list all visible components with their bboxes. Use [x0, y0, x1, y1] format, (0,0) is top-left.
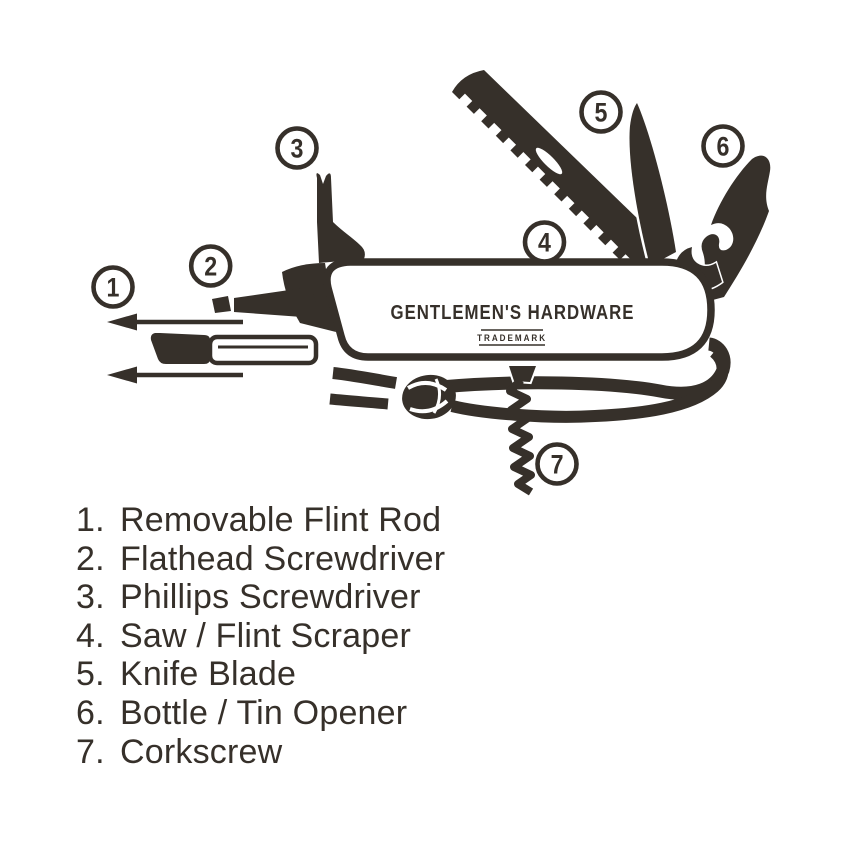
knife-blade-tool [627, 97, 679, 270]
phillips-screwdriver-tool [316, 173, 365, 263]
callout-1-number: 1 [107, 273, 120, 303]
callout-1: 1 [91, 265, 135, 309]
brand-text: GENTLEMEN'S HARDWARE [391, 300, 635, 323]
callout-3: 3 [275, 126, 319, 170]
legend-item: 3. Phillips Screwdriver [76, 578, 445, 617]
corkscrew-tool [506, 364, 539, 496]
removal-arrow-bottom-icon [107, 366, 243, 384]
callout-4: 4 [522, 220, 567, 264]
legend-item-label: Phillips Screwdriver [120, 578, 421, 617]
legend-item: 1. Removable Flint Rod [76, 501, 445, 540]
legend-item-number: 2. [76, 539, 105, 578]
callout-7-number: 7 [551, 450, 564, 480]
flathead-tip [212, 296, 231, 313]
legend-item-label: Bottle / Tin Opener [120, 693, 408, 732]
flint-rod-tool [150, 333, 319, 366]
callout-5: 5 [579, 90, 623, 134]
trademark-text: TRADEMARK [477, 333, 547, 344]
callout-2: 2 [188, 244, 233, 288]
legend-item-label: Removable Flint Rod [120, 501, 442, 539]
legend-item-label: Knife Blade [120, 655, 297, 694]
legend-item-label: Corkscrew [120, 732, 283, 771]
removal-arrow-top-icon [107, 313, 243, 331]
flint-rod [207, 334, 319, 366]
legend-item: 6. Bottle / Tin Opener [76, 694, 445, 733]
callout-2-number: 2 [204, 252, 217, 282]
saw-slot [535, 147, 563, 175]
callout-6: 6 [701, 124, 745, 168]
legend-item-number: 7. [76, 732, 105, 771]
legend-item-number: 6. [76, 693, 105, 732]
legend-item-number: 1. [76, 501, 105, 539]
callout-7: 7 [535, 442, 579, 486]
legend: 1. Removable Flint Rod 2. Flathead Screw… [76, 501, 445, 771]
knife-body: GENTLEMEN'S HARDWARE TRADEMARK [323, 258, 715, 361]
callout-3-number: 3 [291, 134, 304, 164]
legend-item: 5. Knife Blade [76, 655, 445, 694]
flint-grip [150, 333, 210, 364]
saw-tool [452, 70, 672, 276]
lanyard-knot [402, 374, 456, 420]
legend-item-label: Flathead Screwdriver [120, 539, 446, 578]
legend-item: 4. Saw / Flint Scraper [76, 617, 445, 656]
callout-4-number: 4 [538, 228, 551, 258]
legend-item: 7. Corkscrew [76, 733, 445, 772]
legend-item-number: 4. [76, 616, 105, 655]
flathead-screwdriver-tool [212, 287, 317, 318]
callout-6-number: 6 [717, 132, 730, 162]
callout-5-number: 5 [595, 98, 608, 128]
legend-item: 2. Flathead Screwdriver [76, 540, 445, 579]
legend-item-number: 3. [76, 578, 105, 617]
legend-item-number: 5. [76, 655, 105, 694]
flathead-shaft [234, 287, 317, 318]
legend-item-label: Saw / Flint Scraper [120, 616, 412, 655]
